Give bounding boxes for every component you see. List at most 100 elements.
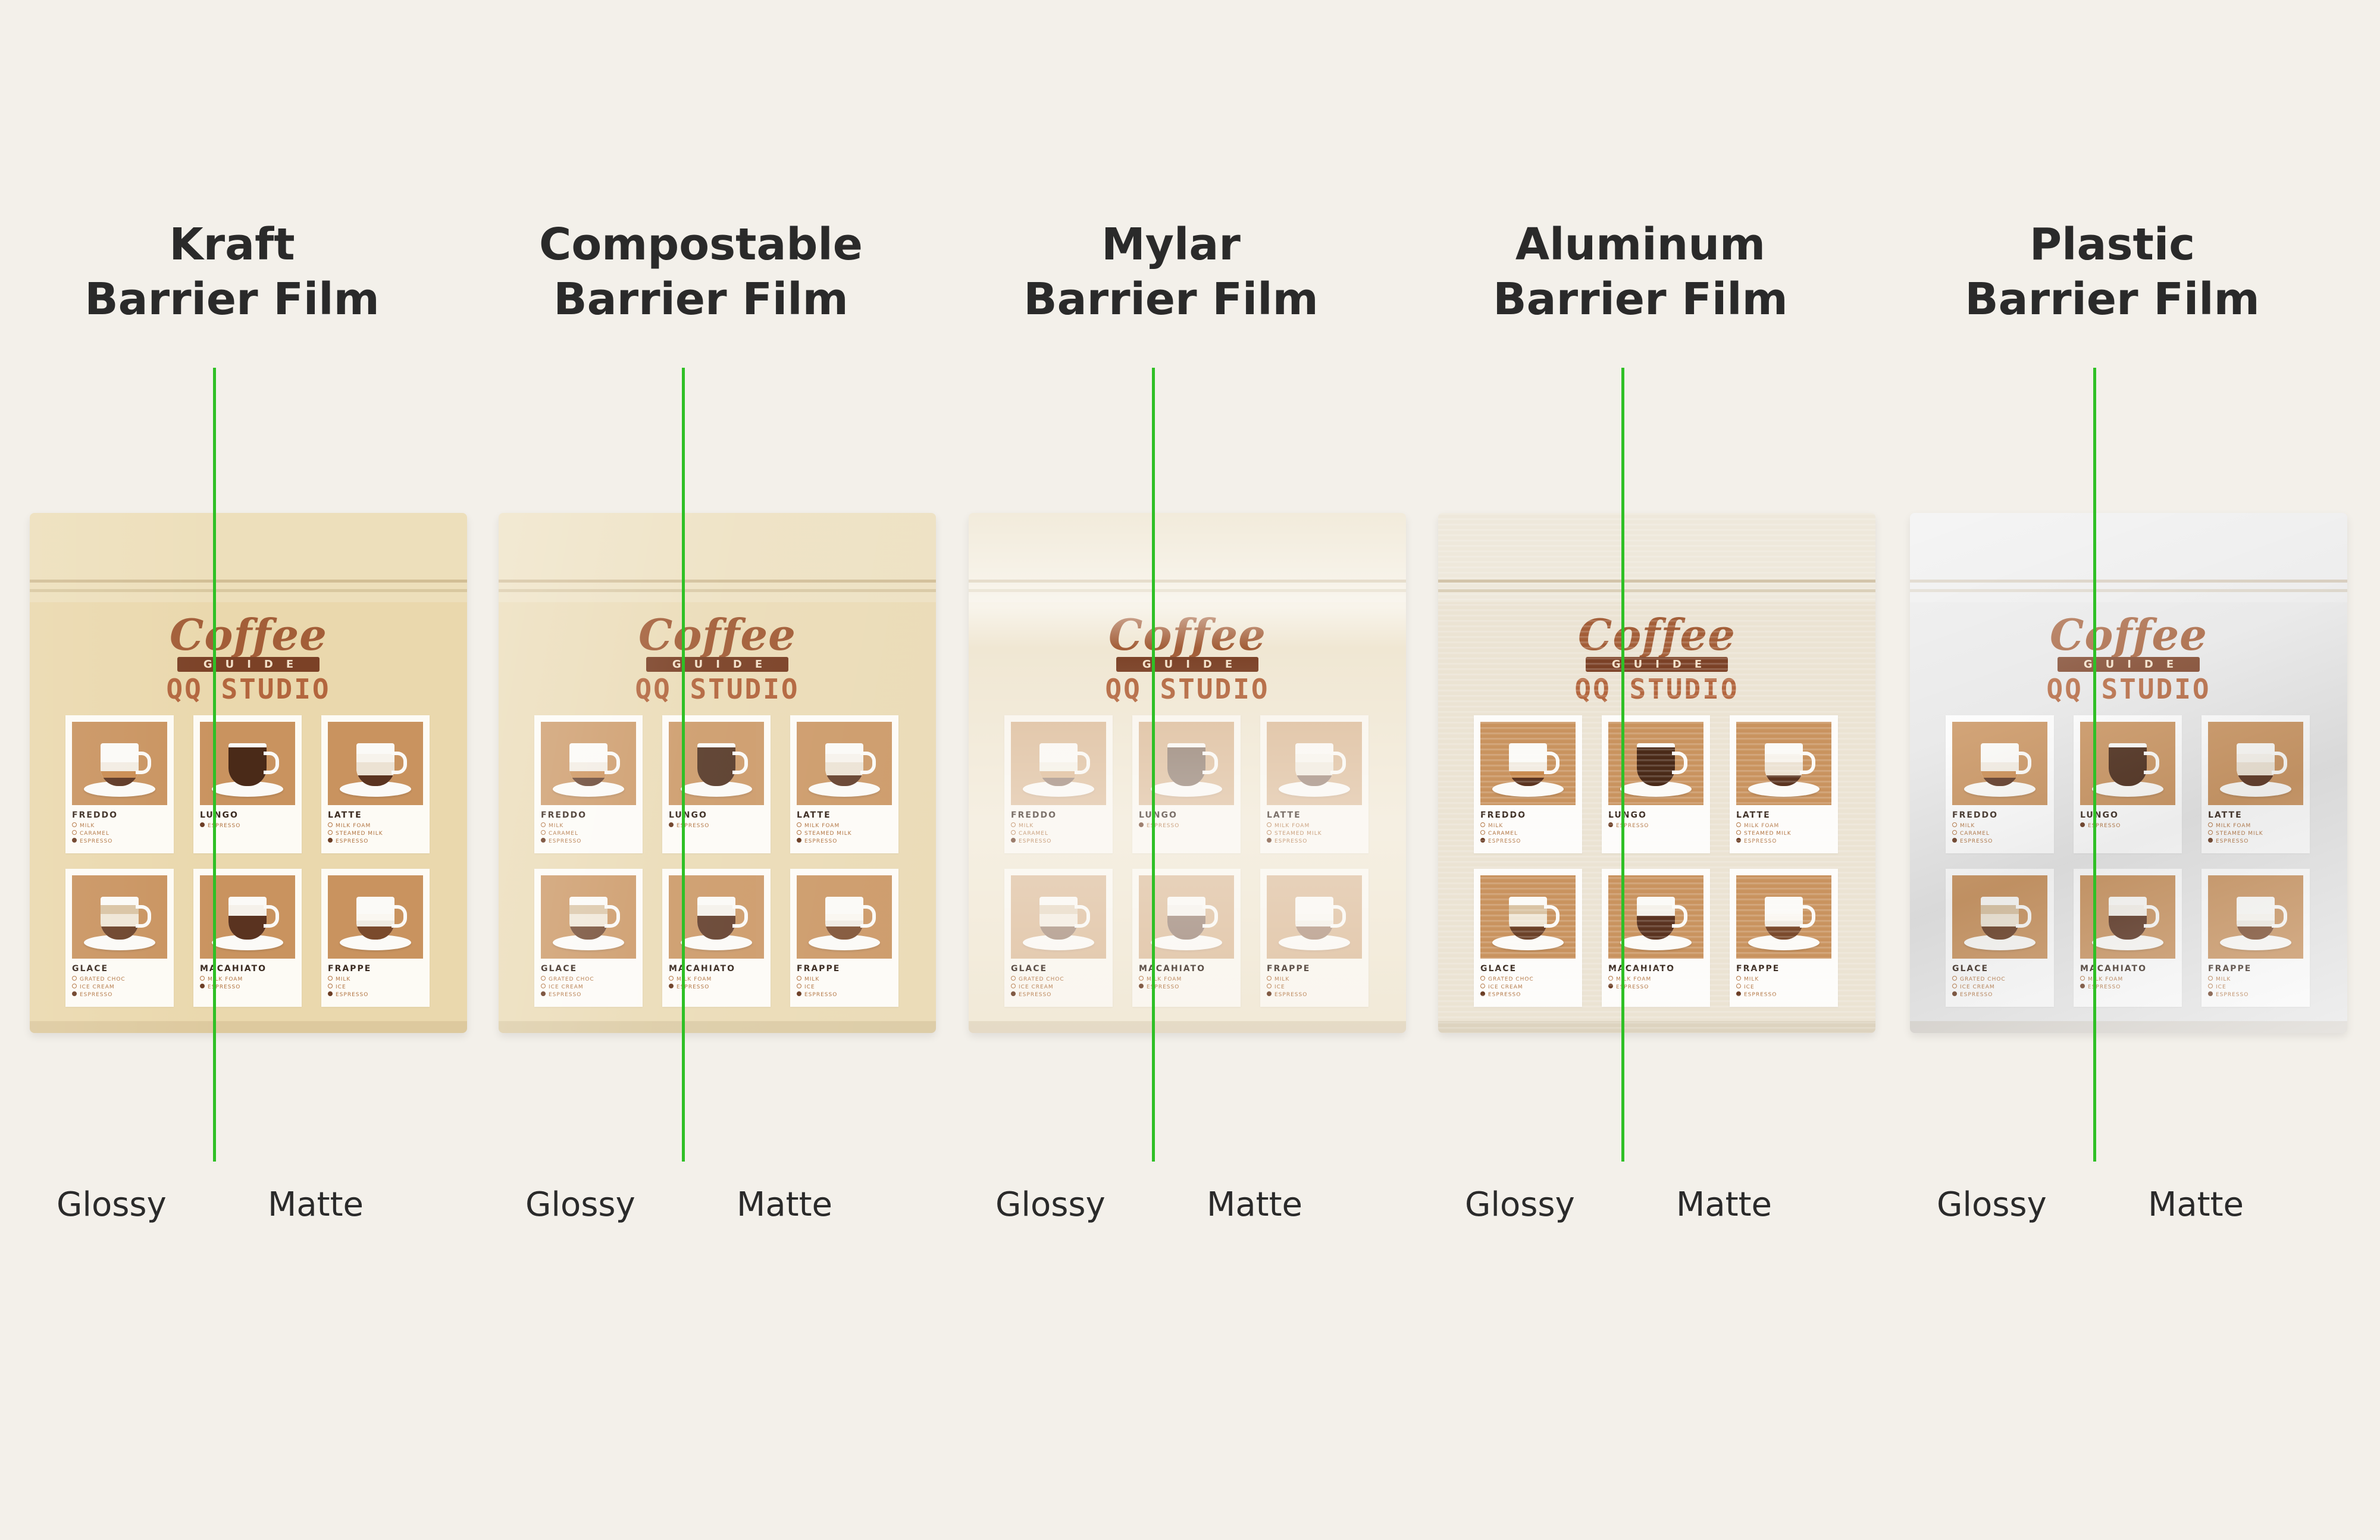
ingredient-dot-icon (541, 830, 546, 835)
cup-layer (1981, 777, 2019, 786)
ingredient-label: MILK (336, 976, 351, 982)
ingredient-dot-icon (72, 838, 77, 843)
ingredient-dot-icon (1480, 984, 1485, 988)
ingredient-item: MILK (797, 976, 895, 984)
material-title: Compostable Barrier Film (466, 217, 936, 327)
drink-illustration (328, 722, 423, 805)
ingredient-dot-icon (200, 822, 205, 827)
ingredient-item: STEAMED MILK (797, 830, 895, 838)
zipper-line (1910, 580, 2347, 583)
material-title: Aluminum Barrier Film (1405, 217, 1875, 327)
cup-icon (1637, 743, 1675, 786)
ingredient-item: ESPRESSO (328, 991, 426, 999)
cup-handle-icon (732, 905, 748, 928)
material-title-line2: Barrier Film (1965, 274, 2260, 325)
cup-layer (1765, 926, 1803, 940)
ingredient-label: MILK (1274, 976, 1290, 982)
drink-card-lungo: LUNGO ESPRESSO (1132, 715, 1241, 853)
cup-icon (1981, 897, 2019, 940)
cup-icon (825, 743, 863, 786)
ingredient-item: ICE CREAM (541, 984, 639, 991)
cup-layer (1765, 775, 1803, 786)
ingredient-label: STEAMED MILK (804, 831, 852, 837)
drink-illustration (1736, 875, 1831, 959)
ingredient-label: MILK FOAM (804, 823, 840, 829)
cup-layer (1039, 777, 1078, 786)
ingredient-dot-icon (1736, 830, 1741, 835)
drink-illustration (2208, 875, 2303, 959)
ingredient-label: GRATED CHOC (1019, 976, 1064, 982)
ingredient-label: GRATED CHOC (1960, 976, 2006, 982)
cup-layer (228, 916, 267, 940)
ingredient-label: STEAMED MILK (1744, 831, 1792, 837)
ingredient-label: ESPRESSO (677, 984, 710, 990)
ingredient-dot-icon (2080, 976, 2085, 981)
ingredient-item: MILK FOAM (1608, 976, 1706, 984)
drink-illustration (1952, 875, 2047, 959)
ingredient-dot-icon (72, 822, 77, 827)
ingredient-item: MILK (1480, 822, 1579, 830)
drink-illustration (1480, 875, 1576, 959)
brand-studio: QQ STUDIO (166, 673, 331, 705)
ingredient-item: ICE (328, 984, 426, 991)
brand-logo: Coffee GUIDE QQ STUDIO (969, 611, 1406, 706)
drink-name: GLACE (1480, 964, 1517, 974)
cup-handle-icon (2144, 752, 2159, 774)
ingredient-item: ESPRESSO (72, 838, 170, 846)
cup-handle-icon (1330, 752, 1346, 774)
bottom-seal (1438, 1021, 1875, 1033)
cup-handle-icon (605, 752, 620, 774)
drink-illustration (1267, 875, 1362, 959)
drink-name: LATTE (797, 810, 831, 820)
ingredient-dot-icon (1267, 838, 1272, 843)
ingredient-dot-icon (1736, 822, 1741, 827)
ingredient-item: ESPRESSO (1267, 838, 1365, 846)
ingredient-item: CARAMEL (1952, 830, 2050, 838)
ingredient-item: ESPRESSO (328, 838, 426, 846)
material-column-plastic: Plastic Barrier Film Coffee GUIDE QQ STU… (1877, 0, 2347, 1250)
cup-icon (101, 897, 139, 940)
ingredient-item: GRATED CHOC (541, 976, 639, 984)
ingredient-item: GRATED CHOC (1011, 976, 1109, 984)
ingredient-item: STEAMED MILK (2208, 830, 2306, 838)
cup-layer (697, 747, 735, 786)
cup-layer (569, 777, 607, 786)
ingredient-dot-icon (1480, 830, 1485, 835)
ingredient-dot-icon (797, 838, 801, 843)
drink-name: GLACE (1011, 964, 1048, 974)
cup-layer (1295, 775, 1333, 786)
ingredient-label: CARAMEL (1960, 831, 1990, 837)
drink-name: LATTE (1267, 810, 1301, 820)
drink-ingredients: ESPRESSO (200, 822, 298, 830)
material-column-mylar: Mylar Barrier Film Coffee GUIDE QQ STUDI… (936, 0, 1406, 1250)
cup-icon (569, 743, 607, 786)
drink-name: LUNGO (1139, 810, 1178, 820)
ingredient-dot-icon (669, 822, 674, 827)
cup-icon (1039, 743, 1078, 786)
ingredient-label: ICE (1744, 984, 1755, 990)
drink-illustration (541, 875, 636, 959)
material-column-aluminum: Aluminum Barrier Film Coffee GUIDE QQ ST… (1405, 0, 1875, 1250)
cup-layer (101, 777, 139, 786)
cup-handle-icon (860, 905, 876, 928)
ingredient-dot-icon (328, 822, 333, 827)
ingredient-dot-icon (328, 838, 333, 843)
ingredient-label: ESPRESSO (1274, 992, 1308, 998)
ingredient-label: ESPRESSO (2216, 992, 2249, 998)
ingredient-dot-icon (1267, 991, 1272, 996)
ingredient-item: MILK (1952, 822, 2050, 830)
glossy-matte-divider (213, 368, 216, 1162)
cup-layer (2237, 926, 2275, 940)
cup-handle-icon (1202, 905, 1218, 928)
drink-illustration (1736, 722, 1831, 805)
